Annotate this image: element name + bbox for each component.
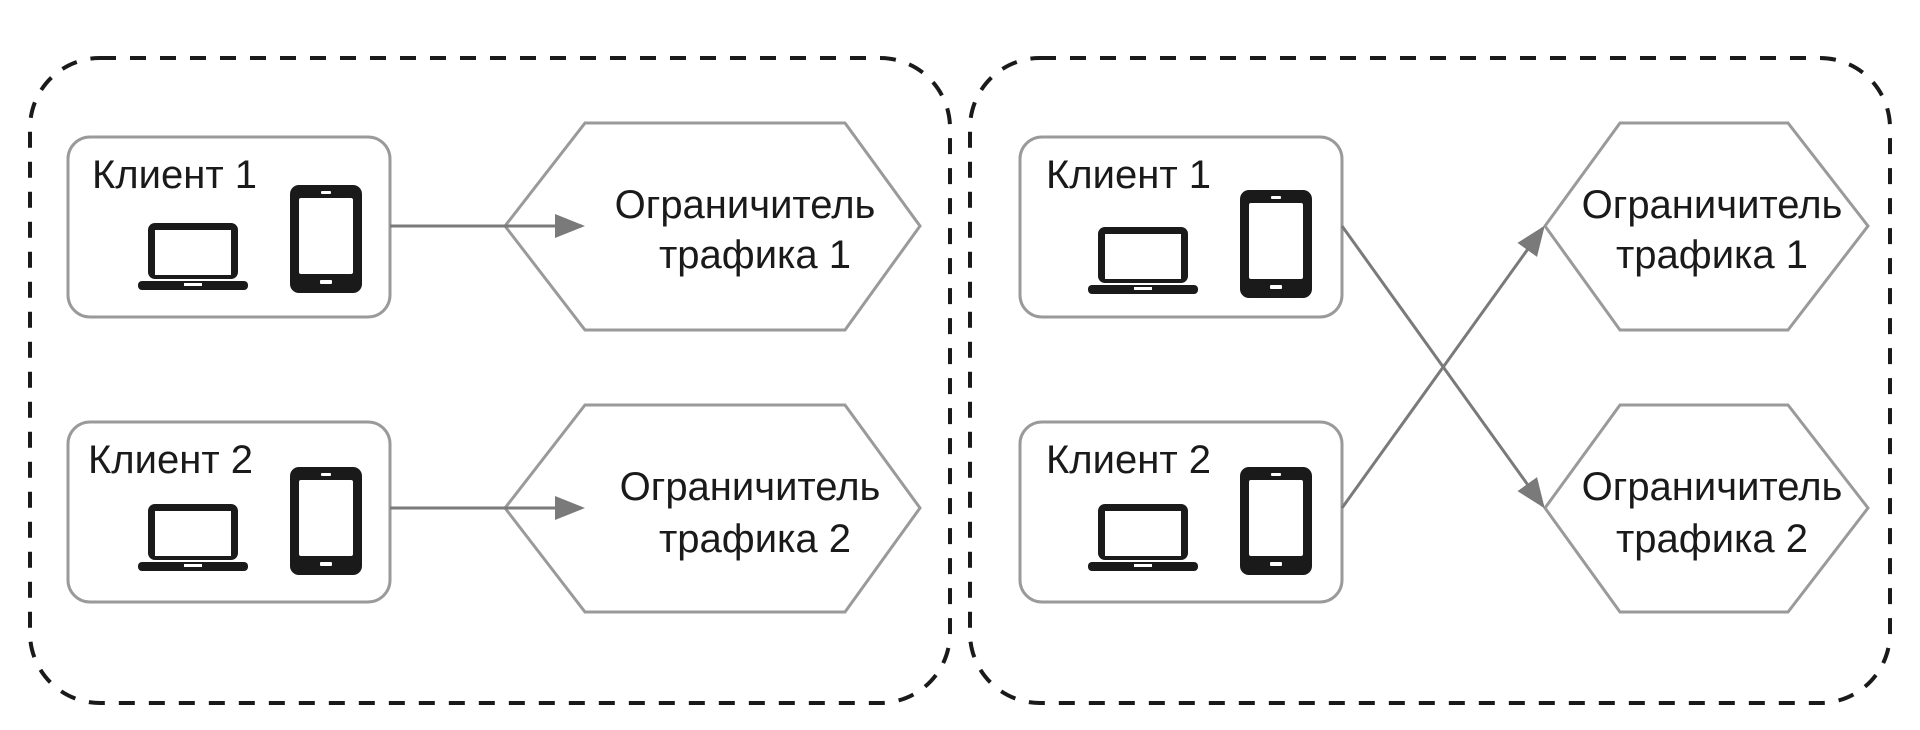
right-limiter-1-hexagon: [1543, 121, 1870, 332]
right-limiter-1-line1: Ограничитель: [1582, 183, 1843, 227]
left-client-1-label: Клиент 1: [92, 153, 257, 197]
tablet-icon: [290, 467, 362, 575]
right-limiter-2: Ограничитель трафика 2: [1543, 403, 1870, 614]
right-panel: Клиент 1 Клиент 2 Ограничитель трафика 1…: [968, 56, 1892, 705]
right-client-2: Клиент 2: [1018, 420, 1344, 604]
right-panel-frame: [968, 56, 1892, 705]
left-limiter-2-line1: Ограничитель: [620, 465, 881, 509]
left-client-2: Клиент 2: [66, 420, 392, 604]
right-limiter-2-line2: трафика 2: [1616, 517, 1808, 561]
tablet-icon: [1240, 467, 1312, 575]
left-limiter-1: Ограничитель трафика 1: [503, 121, 922, 332]
left-client-1: Клиент 1: [66, 135, 392, 319]
left-limiter-1-line1: Ограничитель: [615, 183, 876, 227]
right-limiter-1: Ограничитель трафика 1: [1543, 121, 1870, 332]
right-client-1: Клиент 1: [1018, 135, 1344, 319]
left-client-2-label: Клиент 2: [88, 438, 253, 482]
right-client-2-label: Клиент 2: [1046, 438, 1211, 482]
left-limiter-2-line2: трафика 2: [659, 517, 851, 561]
right-limiter-2-line1: Ограничитель: [1582, 465, 1843, 509]
right-limiter-1-line2: трафика 1: [1616, 233, 1808, 277]
tablet-icon: [1240, 190, 1312, 298]
left-panel: Клиент 1 Клиент 2 Ограничитель трафика 1…: [28, 56, 952, 705]
right-arrow-client2-to-limiter1: [1340, 225, 1545, 509]
left-limiter-1-line2: трафика 1: [659, 233, 851, 277]
right-limiter-2-hexagon: [1543, 403, 1870, 614]
left-limiter-2: Ограничитель трафика 2: [503, 403, 922, 614]
left-panel-frame: [28, 56, 952, 705]
tablet-icon: [290, 185, 362, 293]
right-client-1-label: Клиент 1: [1046, 153, 1211, 197]
